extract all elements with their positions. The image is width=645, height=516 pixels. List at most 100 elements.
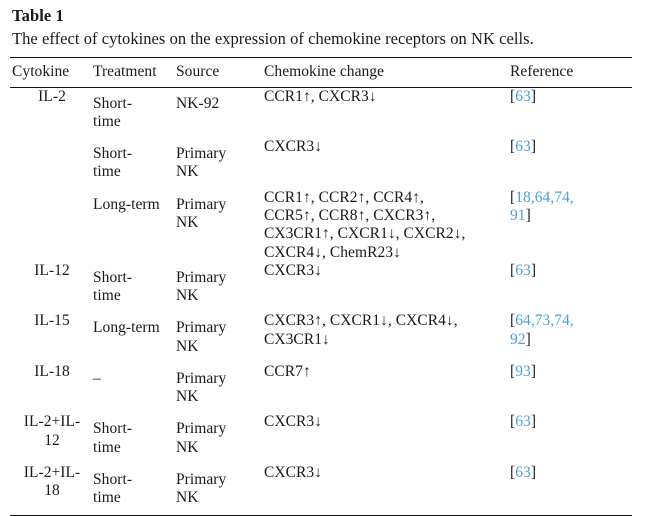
reference-link[interactable]: 63 <box>515 464 531 482</box>
chemokine-change-value-line: CX3CR1↑, CXCR1↓, CXCR2↓, <box>264 225 466 243</box>
reference-cell[interactable]: [64,73,74,92] <box>488 312 632 349</box>
chemokine-change-value: CXCR3↓ <box>252 413 488 431</box>
reference-bracket: [ <box>510 188 516 206</box>
cell-reference[interactable]: [64,73,74,92] <box>488 312 632 363</box>
reference-line[interactable]: [93] <box>510 363 632 381</box>
reference-link[interactable]: 91 <box>510 206 526 224</box>
treatment-value: Short-time <box>92 88 176 139</box>
reference-cell[interactable]: [63] <box>488 413 632 431</box>
cell-reference[interactable]: [63] <box>488 138 632 189</box>
reference-cell[interactable]: [93] <box>488 363 632 381</box>
cytokine-label-line: 18 <box>44 482 60 500</box>
cell-treatment: Long-term <box>92 312 176 363</box>
source-value-line: Primary <box>176 420 227 438</box>
treatment-value-line: Long-term <box>93 195 160 213</box>
reference-line[interactable]: 91] <box>510 207 632 225</box>
treatment-value: Long-term <box>92 312 176 344</box>
cell-treatment: Long-term <box>92 189 176 262</box>
cytokine-label-line: IL-12 <box>34 261 70 279</box>
reference-bracket: ] <box>530 362 537 380</box>
reference-bracket: ] <box>530 261 537 279</box>
reference-cell[interactable]: [63] <box>488 262 632 280</box>
cell-cytokine: IL-2+IL-18 <box>10 464 92 516</box>
treatment-value-line: time <box>93 489 121 507</box>
cell-chemokine-change: CCR1↑, CCR2↑, CCR4↑,CCR5↑, CCR8↑, CXCR3↑… <box>252 189 488 262</box>
cell-chemokine-change: CXCR3↓ <box>252 138 488 189</box>
table-caption-block: Table 1 The effect of cytokines on the e… <box>0 0 645 50</box>
cytokine-label: IL-15 <box>10 312 92 330</box>
cell-reference[interactable]: [63] <box>488 413 632 464</box>
source-value-line: Primary <box>176 268 227 286</box>
cell-reference[interactable]: [93] <box>488 363 632 414</box>
reference-link[interactable]: 64,73,74, <box>515 312 574 330</box>
chemokine-change-value: CCR1↑, CCR2↑, CCR4↑,CCR5↑, CCR8↑, CXCR3↑… <box>252 189 488 262</box>
source-value-line: Primary <box>176 471 227 489</box>
chemokine-change-value: CXCR3↓ <box>252 464 488 482</box>
cell-reference[interactable]: [63] <box>488 262 632 313</box>
cell-treatment: Short-time <box>92 262 176 313</box>
reference-line[interactable]: [63] <box>510 464 632 482</box>
reference-bracket: [ <box>510 413 516 431</box>
table-container: Cytokine Treatment Source Chemokine chan… <box>10 56 632 516</box>
reference-line[interactable]: [64,73,74, <box>510 312 632 330</box>
reference-bracket: ] <box>530 138 537 156</box>
chemokine-change-value-line: CXCR3↓ <box>264 464 323 482</box>
treatment-value-line: time <box>93 163 121 181</box>
chemokine-change-value-line: CCR5↑, CCR8↑, CXCR3↑, <box>264 206 436 224</box>
chemokine-change-value: CCR7↑ <box>252 363 488 381</box>
chemokine-receptor-table: Cytokine Treatment Source Chemokine chan… <box>10 56 632 516</box>
reference-line[interactable]: [63] <box>510 262 632 280</box>
reference-cell[interactable]: [63] <box>488 464 632 482</box>
source-value-line: NK <box>176 489 199 507</box>
reference-link[interactable]: 18,64,74, <box>515 188 574 206</box>
source-value-line: NK <box>176 287 199 305</box>
reference-link[interactable]: 63 <box>515 413 531 431</box>
reference-line[interactable]: 92] <box>510 331 632 349</box>
cytokine-label: IL-2 <box>10 88 92 106</box>
reference-bracket: [ <box>510 312 516 330</box>
treatment-value: Short-time <box>92 413 176 464</box>
cell-reference[interactable]: [63] <box>488 464 632 516</box>
reference-link[interactable]: 63 <box>515 261 531 279</box>
cell-reference[interactable]: [63] <box>488 87 632 138</box>
treatment-value-line: Short- <box>93 268 133 286</box>
cell-treatment: Short-time <box>92 413 176 464</box>
table-caption-text: The effect of cytokines on the expressio… <box>12 29 534 49</box>
reference-line[interactable]: [63] <box>510 138 632 156</box>
header-row: Cytokine Treatment Source Chemokine chan… <box>10 56 632 88</box>
chemokine-change-value: CCR1↑, CXCR3↓ <box>252 88 488 106</box>
reference-link[interactable]: 63 <box>515 87 531 105</box>
reference-line[interactable]: [63] <box>510 413 632 431</box>
reference-line[interactable]: [63] <box>510 88 632 106</box>
reference-link[interactable]: 92 <box>510 330 526 348</box>
cytokine-label-line: IL-2 <box>38 87 66 105</box>
cell-cytokine: IL-2 <box>10 87 92 262</box>
reference-cell[interactable]: [63] <box>488 88 632 106</box>
cytokine-label: IL-18 <box>10 363 92 381</box>
column-header-source: Source <box>176 56 252 88</box>
reference-cell[interactable]: [18,64,74,91] <box>488 189 632 226</box>
reference-bracket: ] <box>525 206 531 224</box>
cell-treatment: Short-time <box>92 464 176 516</box>
reference-bracket: [ <box>510 464 516 482</box>
cell-reference[interactable]: [18,64,74,91] <box>488 189 632 262</box>
reference-bracket: [ <box>510 87 516 105</box>
reference-link[interactable]: 63 <box>515 138 531 156</box>
reference-cell[interactable]: [63] <box>488 138 632 156</box>
cell-chemokine-change: CXCR3↓ <box>252 262 488 313</box>
column-header-reference: Reference <box>488 56 632 88</box>
reference-line[interactable]: [18,64,74, <box>510 189 632 207</box>
treatment-value: Short-time <box>92 262 176 313</box>
reference-link[interactable]: 93 <box>515 362 531 380</box>
